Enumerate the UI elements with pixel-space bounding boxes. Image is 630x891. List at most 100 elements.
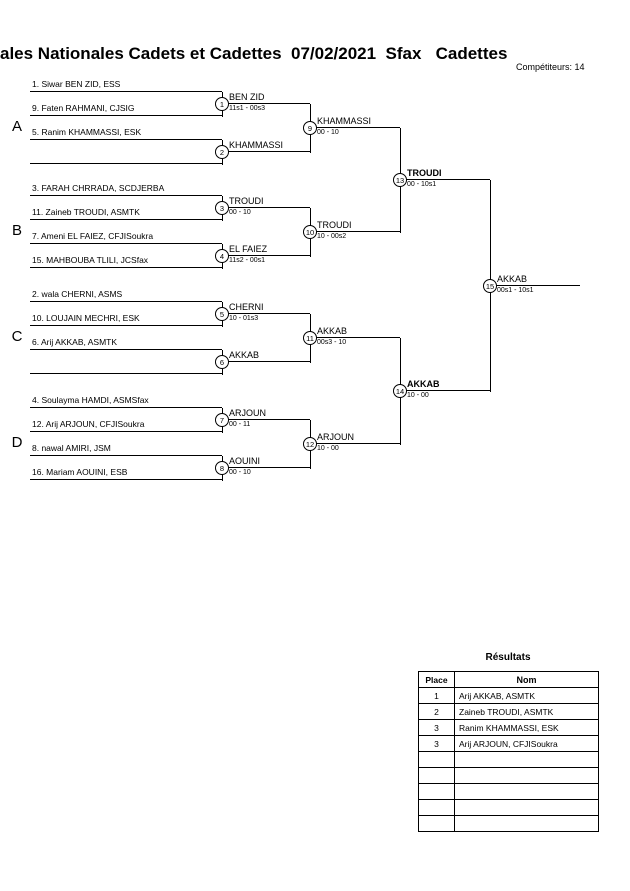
match-score: 10 - 00 [407,392,429,399]
match-score [222,362,310,363]
entry-label: 8. nawal AMIRI, JSM [32,443,111,453]
bracket-entry: 12. Arij ARJOUN, CFJISoukra [30,418,222,432]
match-score: 11s1 - 00s3 [229,105,266,112]
entry-label: 16. Mariam AOUINI, ESB [32,467,128,477]
match-score: 00 - 11 [229,421,251,428]
match-winner: AKKAB 00s3 - 10 [310,325,400,346]
match-winner-name: KHAMMASSI [310,115,400,128]
results-cell-name [454,815,599,832]
match-winner: TROUDI 10 - 00s2 [310,219,400,240]
results-cell-place: 3 [418,719,455,736]
results-cell-place [418,767,455,784]
group-label-c: C [11,328,23,345]
bracket-entry: 16. Mariam AOUINI, ESB [30,466,222,480]
match-number-badge: 12 [303,437,317,451]
match-winner: ARJOUN 10 - 00 [310,431,400,452]
entry-label: 4. Soulayma HAMDI, ASMSfax [32,395,149,405]
match-number-badge: 5 [215,307,229,321]
results-row-empty [418,799,599,816]
match-winner-name: TROUDI [310,219,400,232]
match-winner-name: AKKAB [310,325,400,338]
entry-label: 11. Zaineb TROUDI, ASMTK [32,207,140,217]
match-number-badge: 1 [215,97,229,111]
match-number-badge: 15 [483,279,497,293]
entry-label: 5. Ranim KHAMMASSI, ESK [32,127,142,137]
results-cell-name [454,751,599,768]
results-title: Résultats [485,652,531,663]
match-winner-name: TROUDI [400,167,490,180]
match-score: 10 - 00 [317,445,339,452]
entry-label: 1. Siwar BEN ZID, ESS [32,79,121,89]
results-row: 2 Zaineb TROUDI, ASMTK [418,703,599,720]
group-label-b: B [11,222,22,239]
match-winner-name: ARJOUN [222,407,310,420]
results-cell-place [418,751,455,768]
match-score: 00 - 10s1 [407,181,437,188]
results-row-empty [418,815,599,832]
results-cell-place [418,815,455,832]
bracket-entry-bye [30,150,222,164]
match-winner: EL FAIEZ 11s2 - 00s1 [222,243,310,264]
entry-label: 2. wala CHERNI, ASMS [32,289,123,299]
match-number-badge: 3 [215,201,229,215]
match-score [222,152,310,153]
bracket-entry-bye [30,360,222,374]
match-winner-name: CHERNI [222,301,310,314]
bracket-entry: 3. FARAH CHRRADA, SCDJERBA [30,182,222,196]
match-winner: KHAMMASSI [222,139,310,153]
results-cell-name [454,767,599,784]
entry-label: 10. LOUJAIN MECHRI, ESK [32,313,140,323]
results-cell-name [454,799,599,816]
match-winner: TROUDI 00 - 10 [222,195,310,216]
bracket-entry: 15. MAHBOUBA TLILI, JCSfax [30,254,222,268]
match-winner-name: AKKAB [400,378,490,391]
match-winner-name: KHAMMASSI [222,139,310,152]
results-row-empty [418,783,599,800]
bracket-entry: 4. Soulayma HAMDI, ASMSfax [30,394,222,408]
results-header-nom: Nom [454,671,599,688]
bracket-entry: 10. LOUJAIN MECHRI, ESK [30,312,222,326]
match-winner: AKKAB 10 - 00 [400,378,490,399]
group-label-d: D [11,434,23,451]
match-score: 00s3 - 10 [317,339,347,346]
match-winner: AOUINI 00 - 10 [222,455,310,476]
match-winner-name: AKKAB [490,273,580,286]
bracket-entry: 11. Zaineb TROUDI, ASMTK [30,206,222,220]
group-label-a: A [11,118,22,135]
match-number-badge: 14 [393,384,407,398]
results-header-place: Place [418,671,455,688]
match-winner-name: BEN ZID [222,91,310,104]
match-number-badge: 11 [303,331,317,345]
match-score: 00s1 - 10s1 [497,287,534,294]
results-row-empty [418,767,599,784]
results-cell-place [418,783,455,800]
match-number-badge: 9 [303,121,317,135]
results-cell-name: Ranim KHAMMASSI, ESK [454,719,599,736]
match-winner: TROUDI 00 - 10s1 [400,167,490,188]
match-score: 00 - 10 [317,129,339,136]
results-cell-name: Zaineb TROUDI, ASMTK [454,703,599,720]
bracket-entry: 7. Ameni EL FAIEZ, CFJISoukra [30,230,222,244]
results-cell-place [418,799,455,816]
match-score: 10 - 01s3 [229,315,259,322]
results-table: Place Nom 1 Arij AKKAB, ASMTK 2 Zaineb T… [418,671,599,832]
match-score: 00 - 10 [229,469,251,476]
match-winner-name: ARJOUN [310,431,400,444]
match-winner: AKKAB [222,349,310,363]
entry-label: 6. Arij AKKAB, ASMTK [32,337,118,347]
results-row: 3 Arij ARJOUN, CFJISoukra [418,735,599,752]
match-score: 10 - 00s2 [317,233,347,240]
bracket-entry: 5. Ranim KHAMMASSI, ESK [30,126,222,140]
bracket-entry: 6. Arij AKKAB, ASMTK [30,336,222,350]
bracket-entry: 1. Siwar BEN ZID, ESS [30,78,222,92]
results-header-row: Place Nom [418,671,599,688]
match-winner: BEN ZID 11s1 - 00s3 [222,91,310,112]
entry-label: 15. MAHBOUBA TLILI, JCSfax [32,255,149,265]
bracket-entry: 8. nawal AMIRI, JSM [30,442,222,456]
results-row: 1 Arij AKKAB, ASMTK [418,687,599,704]
match-number-badge: 6 [215,355,229,369]
competitors-count: Compétiteurs: 14 [516,62,585,72]
tournament-title: ales Nationales Cadets et Cadettes 07/02… [0,44,508,63]
match-number-badge: 7 [215,413,229,427]
